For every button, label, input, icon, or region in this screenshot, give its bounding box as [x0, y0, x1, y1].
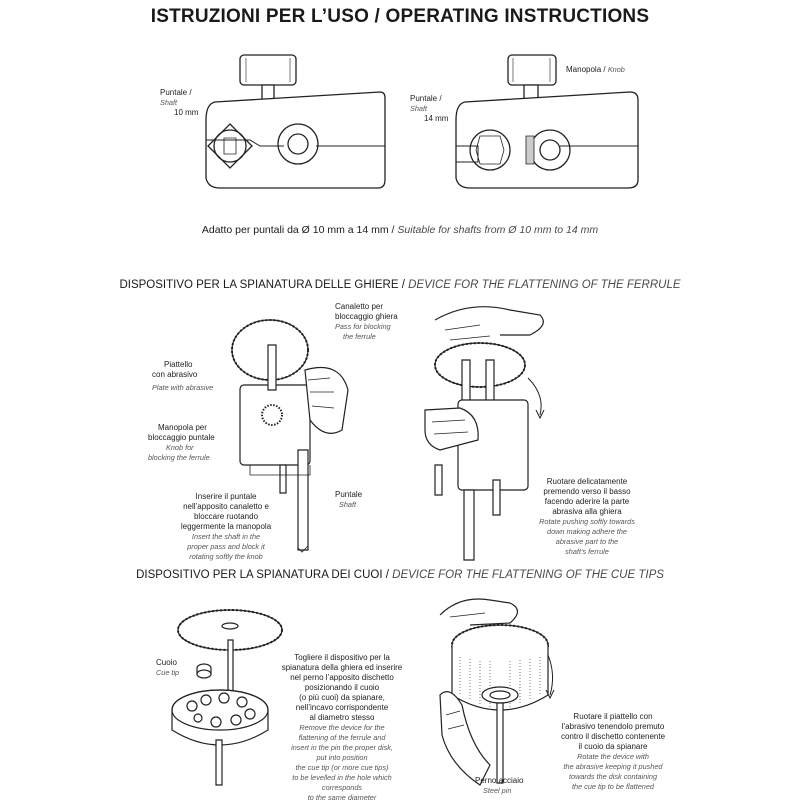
label-puntale-shaft: Puntale Shaft	[335, 490, 363, 509]
label-inserire: Inserire il puntale nell’apposito canale…	[180, 492, 272, 561]
label-ruotare-ferrule: Ruotare delicatamente premendo verso il …	[539, 477, 635, 556]
shaft-14mm-diagram	[450, 50, 650, 200]
label-manopola-knob: Manopola / Knob	[566, 65, 625, 74]
shaft-10mm-diagram	[200, 50, 400, 200]
page-title: ISTRUZIONI PER L’USO / OPERATING INSTRUC…	[0, 6, 800, 28]
title-separator: /	[369, 6, 386, 27]
label-togliere: Togliere il dispositivo per la spianatur…	[281, 653, 403, 802]
section-cue-tips-title: DISPOSITIVO PER LA SPIANATURA DEI CUOI /…	[136, 569, 664, 581]
label-cuoio: Cuoio Cue tip	[156, 658, 180, 677]
title-english: OPERATING INSTRUCTIONS	[385, 6, 650, 27]
label-piattello: Piattello con abrasivo Plate with abrasi…	[152, 360, 214, 392]
compatibility-caption: Adatto per puntali da Ø 10 mm a 14 mm / …	[201, 224, 599, 236]
label-canaletto: Canaletto per bloccaggio ghiera Pass for…	[335, 302, 398, 341]
section-ferrule-title: DISPOSITIVO PER LA SPIANATURA DELLE GHIE…	[119, 279, 681, 291]
label-manopola-bloccaggio: Manopola per bloccaggio puntale Knob for…	[148, 423, 215, 462]
cue-tip-disk-illustration	[170, 600, 290, 790]
cue-tip-flattening-illustration	[430, 595, 560, 795]
label-puntale-10: Puntale / Shaft 10 mm	[160, 88, 199, 117]
label-puntale-14: Puntale / Shaft 14 mm	[410, 94, 449, 123]
label-ruotare-cue-tip: Ruotare il piattello con l’abrasivo tene…	[560, 712, 666, 791]
ferrule-device-left-illustration	[230, 300, 360, 560]
title-italian: ISTRUZIONI PER L’USO	[150, 6, 370, 27]
label-perno: Perno acciaio Steel pin	[475, 776, 524, 795]
ferrule-device-right-illustration	[420, 300, 550, 560]
